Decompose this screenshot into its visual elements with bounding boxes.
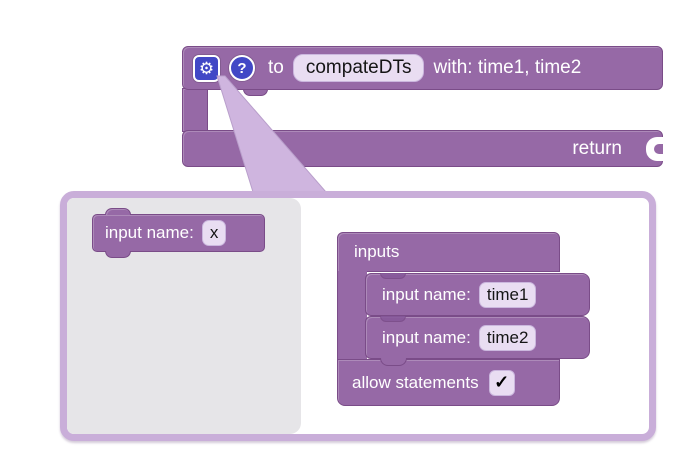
function-prefix-label: to — [268, 57, 284, 78]
input-name-label: input name: — [382, 284, 471, 304]
row-top-notch — [380, 273, 406, 279]
check-icon: ✓ — [494, 372, 510, 392]
gear-icon: ⚙ — [198, 58, 215, 78]
row-top-notch — [380, 316, 406, 322]
input-name-label: input name: — [382, 327, 471, 347]
inputs-header-row[interactable]: inputs — [337, 232, 560, 272]
inputs-title: inputs — [354, 242, 400, 261]
input-name-field-time2[interactable]: time2 — [478, 324, 537, 351]
input-name-label: input name: — [105, 223, 194, 242]
return-label: return — [572, 137, 622, 159]
row-bottom-tab — [380, 358, 407, 366]
flyout-input-block[interactable]: input name: x — [92, 208, 265, 258]
help-button[interactable]: ? — [229, 55, 255, 81]
allow-statements-checkbox[interactable]: ✓ — [488, 369, 515, 396]
inputs-spine — [337, 271, 367, 366]
allow-statements-row[interactable]: allow statements ✓ — [337, 359, 560, 406]
block-bottom-bump — [105, 251, 131, 258]
input-name-field-time1[interactable]: time1 — [478, 281, 537, 308]
function-header-row[interactable]: ⚙ ? to compateDTs with: time1, time2 — [182, 46, 663, 90]
input-row-time1[interactable]: input name: time1 — [365, 273, 590, 316]
statement-notch — [243, 89, 268, 96]
question-icon: ? — [237, 59, 247, 77]
return-value-socket[interactable] — [646, 137, 663, 161]
mutator-dialog: input name: x inputs allow statements ✓ … — [60, 191, 656, 441]
allow-statements-label: allow statements — [352, 372, 479, 392]
function-return-row[interactable]: return — [182, 130, 663, 167]
block-top-bump — [105, 208, 131, 215]
mutator-gear-button[interactable]: ⚙ — [193, 54, 220, 82]
input-name-field[interactable]: x — [201, 220, 227, 246]
function-params-label: with: time1, time2 — [433, 57, 582, 78]
function-block-spine — [182, 88, 208, 132]
function-name-field[interactable]: compateDTs — [292, 54, 425, 82]
input-row-time2[interactable]: input name: time2 — [365, 316, 590, 366]
